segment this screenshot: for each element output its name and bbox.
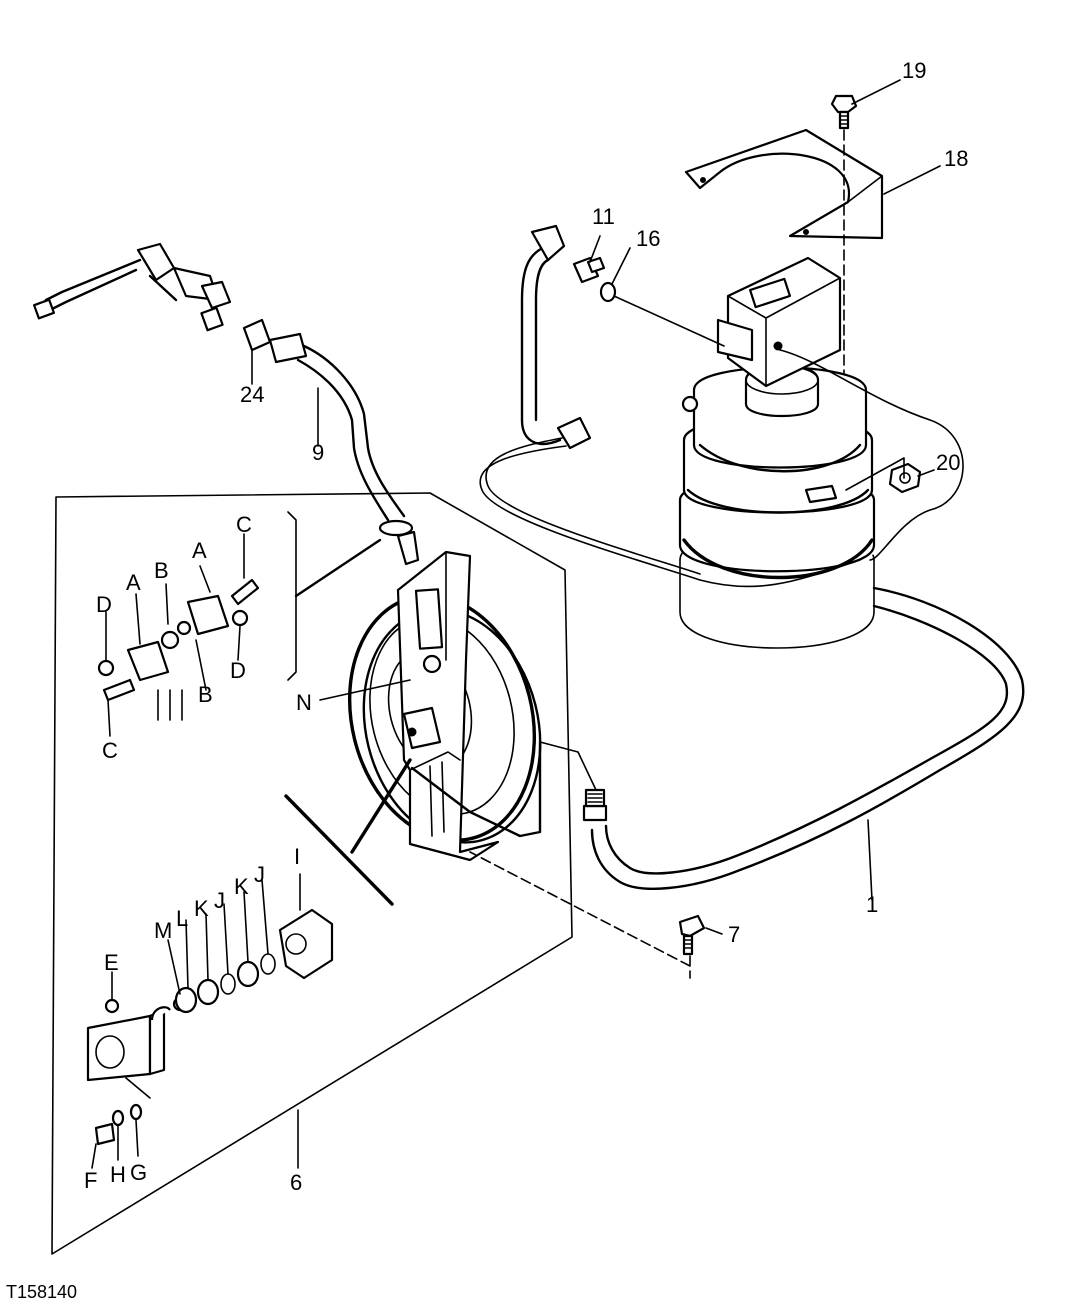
swivel-parts	[86, 908, 334, 1146]
hose-1	[590, 586, 1025, 890]
callout-L: L	[176, 906, 188, 931]
callout-M: M	[154, 918, 172, 943]
callout-24: 24	[240, 382, 264, 407]
hose-1-leader-to-reel	[539, 741, 597, 791]
detail-panel-frame	[51, 492, 573, 1255]
callout-G: G	[130, 1160, 147, 1185]
callout-D-right: D	[230, 658, 246, 683]
o-ring-16	[599, 281, 617, 303]
callout-J-right: J	[254, 862, 265, 887]
bolt-7	[678, 914, 706, 956]
callout-6: 6	[290, 1170, 302, 1195]
leader-lines	[91, 79, 941, 1169]
callout-19: 19	[902, 58, 926, 83]
hose-reel	[347, 550, 542, 862]
callout-I: I	[294, 844, 300, 869]
nut-20	[888, 462, 922, 494]
callout-H: H	[110, 1162, 126, 1187]
callout-J-left: J	[214, 888, 225, 913]
callout-labels: 19 18 11 16 24 9 20 C A B A D D B N C I …	[6, 58, 968, 1302]
callout-16: 16	[636, 226, 660, 251]
callout-B-top: B	[154, 558, 169, 583]
hose-1-inner	[604, 604, 1009, 875]
fitting-11	[572, 256, 606, 284]
callout-18: 18	[944, 146, 968, 171]
callout-C-bottom: C	[102, 738, 118, 763]
callout-D-left: D	[96, 592, 112, 617]
mounting-bracket	[684, 128, 884, 240]
clamp-set	[97, 511, 382, 721]
callout-20: 20	[936, 450, 960, 475]
callout-K-right: K	[234, 874, 249, 899]
callout-E: E	[104, 950, 119, 975]
wire-harness-inner	[485, 437, 701, 575]
figure-id: T158140	[6, 1282, 77, 1302]
grease-gun	[32, 242, 232, 332]
bracket-line-20	[845, 457, 905, 491]
wire-harness	[479, 349, 964, 588]
callout-11: 11	[592, 204, 615, 229]
callout-7: 7	[728, 922, 740, 947]
fitting-line	[613, 295, 725, 347]
callout-F: F	[84, 1168, 97, 1193]
hose-reel-gland	[378, 519, 420, 566]
callout-A-left: A	[126, 570, 141, 595]
hose-9	[296, 344, 406, 522]
callout-A-top: A	[192, 538, 207, 563]
callout-N: N	[296, 690, 312, 715]
hose-1-fitting	[582, 788, 608, 822]
callout-K-left: K	[194, 896, 209, 921]
callout-B-bottom: B	[198, 682, 213, 707]
bolt-19	[830, 94, 858, 130]
nozzle-24	[242, 318, 308, 364]
callout-1: 1	[866, 892, 878, 917]
pump-unit	[678, 256, 876, 649]
bolt-7-axis	[469, 851, 691, 979]
callout-9: 9	[312, 440, 324, 465]
small-hose	[520, 224, 592, 450]
callout-C-top: C	[236, 512, 252, 537]
